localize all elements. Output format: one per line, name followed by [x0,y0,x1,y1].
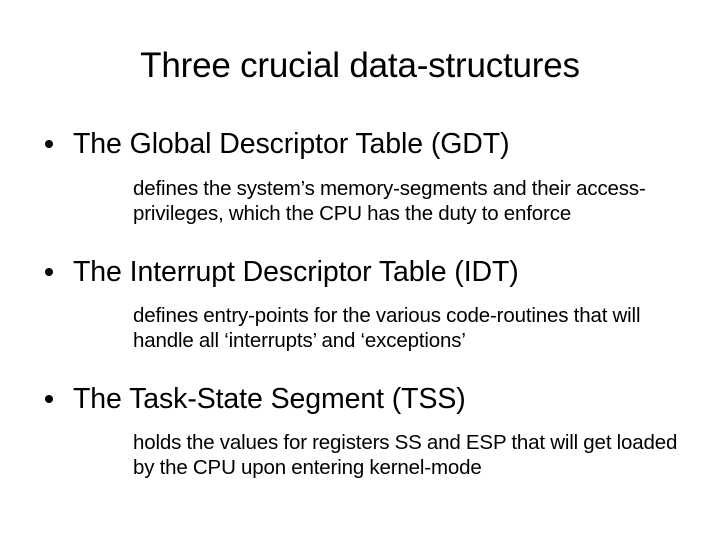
bullet-item-gdt: The Global Descriptor Table (GDT) [0,126,720,162]
bullet-label-tss: The Task-State Segment (TSS) [73,383,466,415]
bullet-dot-icon [45,140,53,148]
bullet-topic-gdt: The Global Descriptor Table (GDT) define… [0,126,720,226]
bullet-item-idt: The Interrupt Descriptor Table (IDT) [0,254,720,290]
bullet-detail-tss: holds the values for registers SS and ES… [133,431,678,479]
bullet-topic-idt: The Interrupt Descriptor Table (IDT) def… [0,254,720,353]
slide-title: Three crucial data-structures [140,46,580,85]
bullet-topic-tss: The Task-State Segment (TSS) holds the v… [0,381,720,480]
bullet-detail-gdt: defines the system’s memory-segments and… [133,177,646,225]
bullet-item-tss: The Task-State Segment (TSS) [0,381,720,417]
bullet-dot-icon [45,268,53,276]
bullet-detail-idt: defines entry-points for the various cod… [133,304,641,352]
bullet-label-gdt: The Global Descriptor Table (GDT) [73,128,510,160]
bullet-dot-icon [45,395,53,403]
bullet-label-idt: The Interrupt Descriptor Table (IDT) [73,256,519,288]
slide-body: The Global Descriptor Table (GDT) define… [0,126,720,480]
